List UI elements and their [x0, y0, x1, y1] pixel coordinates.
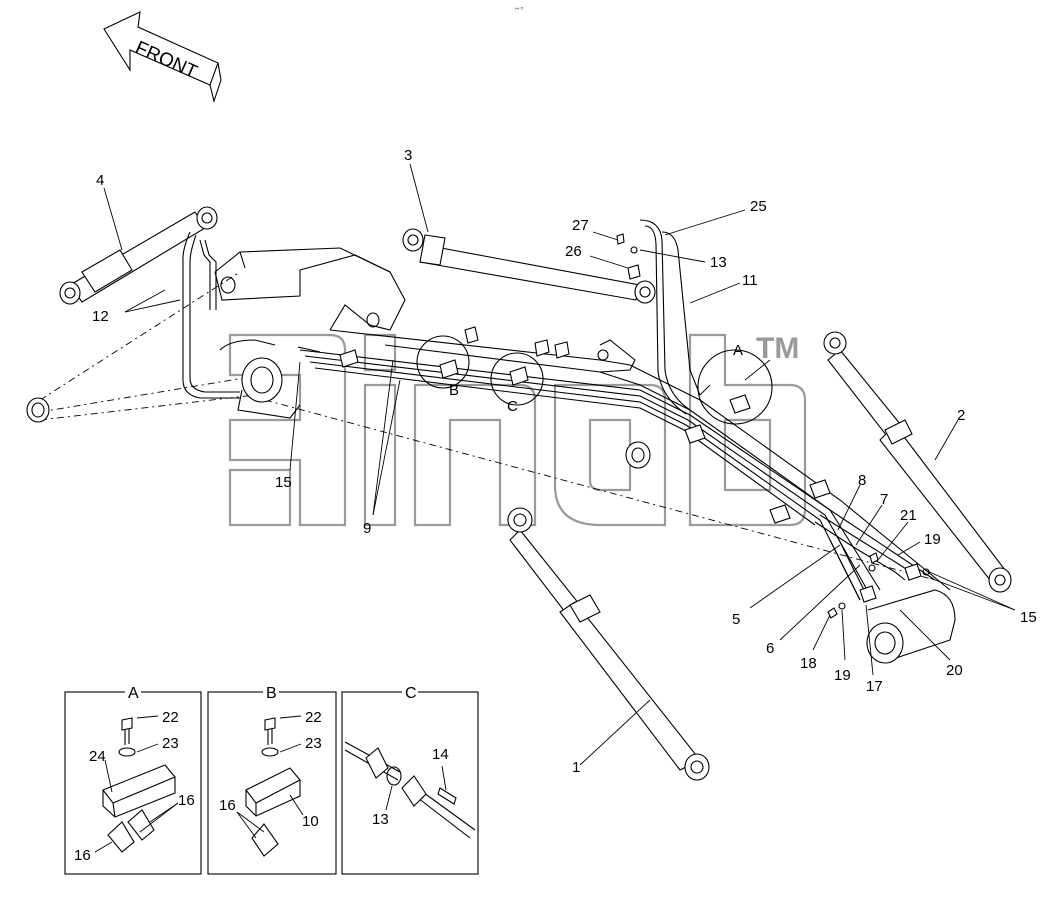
callout-6: 6	[766, 640, 774, 657]
inset-b-label-16: 16	[219, 797, 236, 814]
inset-a: A 22 23 24 16 16	[64, 684, 202, 875]
cylinder-3	[402, 228, 656, 304]
detail-marker-c: C	[507, 398, 518, 415]
callout-labels: 1 2 3 4 5 6 7 8 9 11 12 13 15 15 17 18 1…	[92, 147, 1037, 776]
callout-25: 25	[750, 198, 767, 215]
leader-lines	[103, 163, 1016, 766]
inset-a-label-23: 23	[162, 735, 179, 752]
inset-a-title: A	[128, 685, 139, 702]
front-direction-arrow: FRONT	[103, 11, 222, 103]
inset-b-label-10: 10	[302, 813, 319, 830]
detail-marker-a: A	[733, 342, 743, 359]
callout-15b: 15	[1020, 609, 1037, 626]
cylinder-2	[823, 331, 1012, 593]
inset-a-label-16b: 16	[74, 847, 91, 864]
callout-2: 2	[957, 407, 965, 424]
callout-27: 27	[572, 217, 589, 234]
callout-17: 17	[866, 678, 883, 695]
inset-b-title: B	[266, 685, 277, 702]
callout-5: 5	[732, 611, 740, 628]
callout-20: 20	[946, 662, 963, 679]
cylinder-4	[59, 206, 240, 399]
callout-12: 12	[92, 308, 109, 325]
callout-19b: 19	[924, 531, 941, 548]
inset-a-label-24: 24	[89, 748, 106, 765]
callout-3: 3	[404, 147, 412, 164]
inset-c-title: C	[405, 685, 417, 702]
inset-b: B 22 23 10 16	[207, 684, 337, 875]
inset-b-label-22: 22	[305, 709, 322, 726]
callout-15a: 15	[275, 474, 292, 491]
callout-13: 13	[710, 254, 727, 271]
inset-a-label-22: 22	[162, 709, 179, 726]
boom	[26, 247, 956, 664]
tiny-mark: ∾ ≈	[515, 6, 524, 12]
callout-4: 4	[96, 172, 104, 189]
callout-26: 26	[565, 243, 582, 260]
inset-b-label-23: 23	[305, 735, 322, 752]
callout-11: 11	[742, 272, 758, 289]
callout-8: 8	[858, 472, 866, 489]
callout-18: 18	[800, 655, 817, 672]
watermark: TM	[228, 332, 807, 527]
callout-19a: 19	[834, 667, 851, 684]
inset-a-label-16a: 16	[178, 792, 195, 809]
cylinder-1	[507, 507, 710, 781]
hydraulic-pipes	[297, 219, 930, 619]
inset-c-label-14: 14	[432, 746, 449, 763]
trademark-symbol: TM	[756, 332, 799, 365]
callout-7: 7	[880, 491, 888, 508]
callout-1: 1	[572, 759, 580, 776]
detail-circles	[416, 335, 773, 425]
inset-c-label-13: 13	[372, 811, 389, 828]
detail-marker-b: B	[449, 382, 459, 399]
inset-c: C 14 13	[341, 684, 479, 875]
callout-21: 21	[900, 507, 917, 524]
callout-9: 9	[363, 520, 371, 537]
